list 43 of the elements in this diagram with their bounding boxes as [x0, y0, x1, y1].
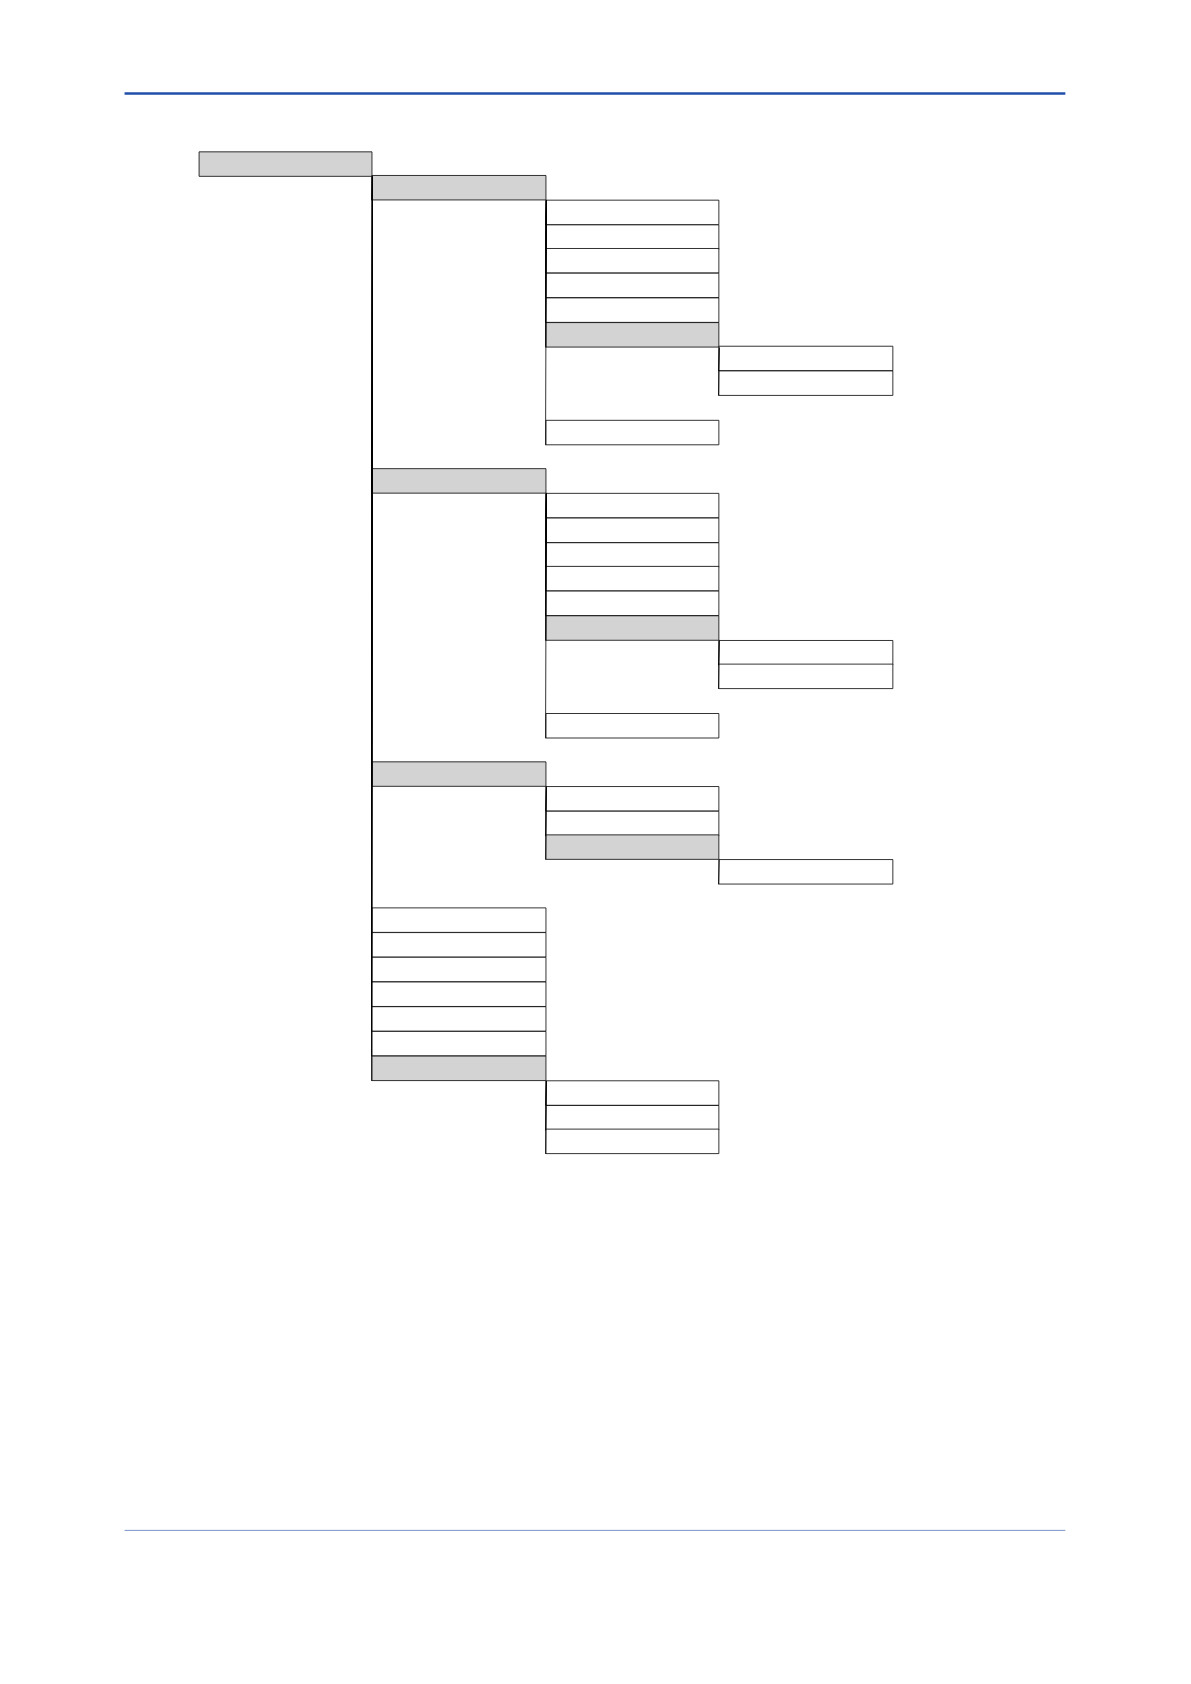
menu-box [371, 1006, 547, 1032]
menu-box [371, 1031, 547, 1057]
menu-box [545, 542, 720, 568]
menu-box [371, 981, 547, 1007]
menu-box [545, 492, 720, 519]
menu-box [545, 1128, 720, 1154]
menu-box [545, 786, 720, 812]
menu-box [371, 907, 547, 933]
menu-box [718, 370, 894, 396]
menu-box [545, 1105, 720, 1131]
menu-box [545, 272, 720, 299]
menu-box [545, 419, 720, 446]
menu-box [371, 175, 547, 201]
menu-box [718, 640, 894, 666]
menu-box [718, 859, 894, 885]
menu-box [371, 1055, 547, 1081]
menu-box [545, 590, 720, 616]
connector-line [545, 493, 547, 739]
menu-box [545, 322, 720, 348]
menu-box [545, 248, 720, 274]
menu-box [545, 566, 720, 592]
menu-box [545, 199, 720, 226]
menu-box [718, 663, 894, 689]
menu-box [371, 761, 547, 787]
menu-box [545, 297, 720, 323]
menu-box [545, 713, 720, 739]
connector-line [718, 640, 720, 690]
menu-box [545, 810, 720, 837]
menu-box [718, 345, 894, 372]
connector-line [718, 347, 720, 397]
connector-line [545, 1080, 547, 1155]
menu-box [545, 517, 720, 543]
menu-box [545, 1080, 720, 1106]
connector-line [545, 199, 547, 446]
menu-box [545, 615, 720, 641]
menu-box [371, 468, 547, 494]
connector-line [545, 786, 547, 861]
menu-box [371, 932, 547, 958]
connector-line [718, 859, 720, 885]
menu-box [371, 956, 547, 983]
menu-box [545, 224, 720, 250]
menu-box [198, 151, 373, 177]
menu-box [545, 834, 720, 860]
